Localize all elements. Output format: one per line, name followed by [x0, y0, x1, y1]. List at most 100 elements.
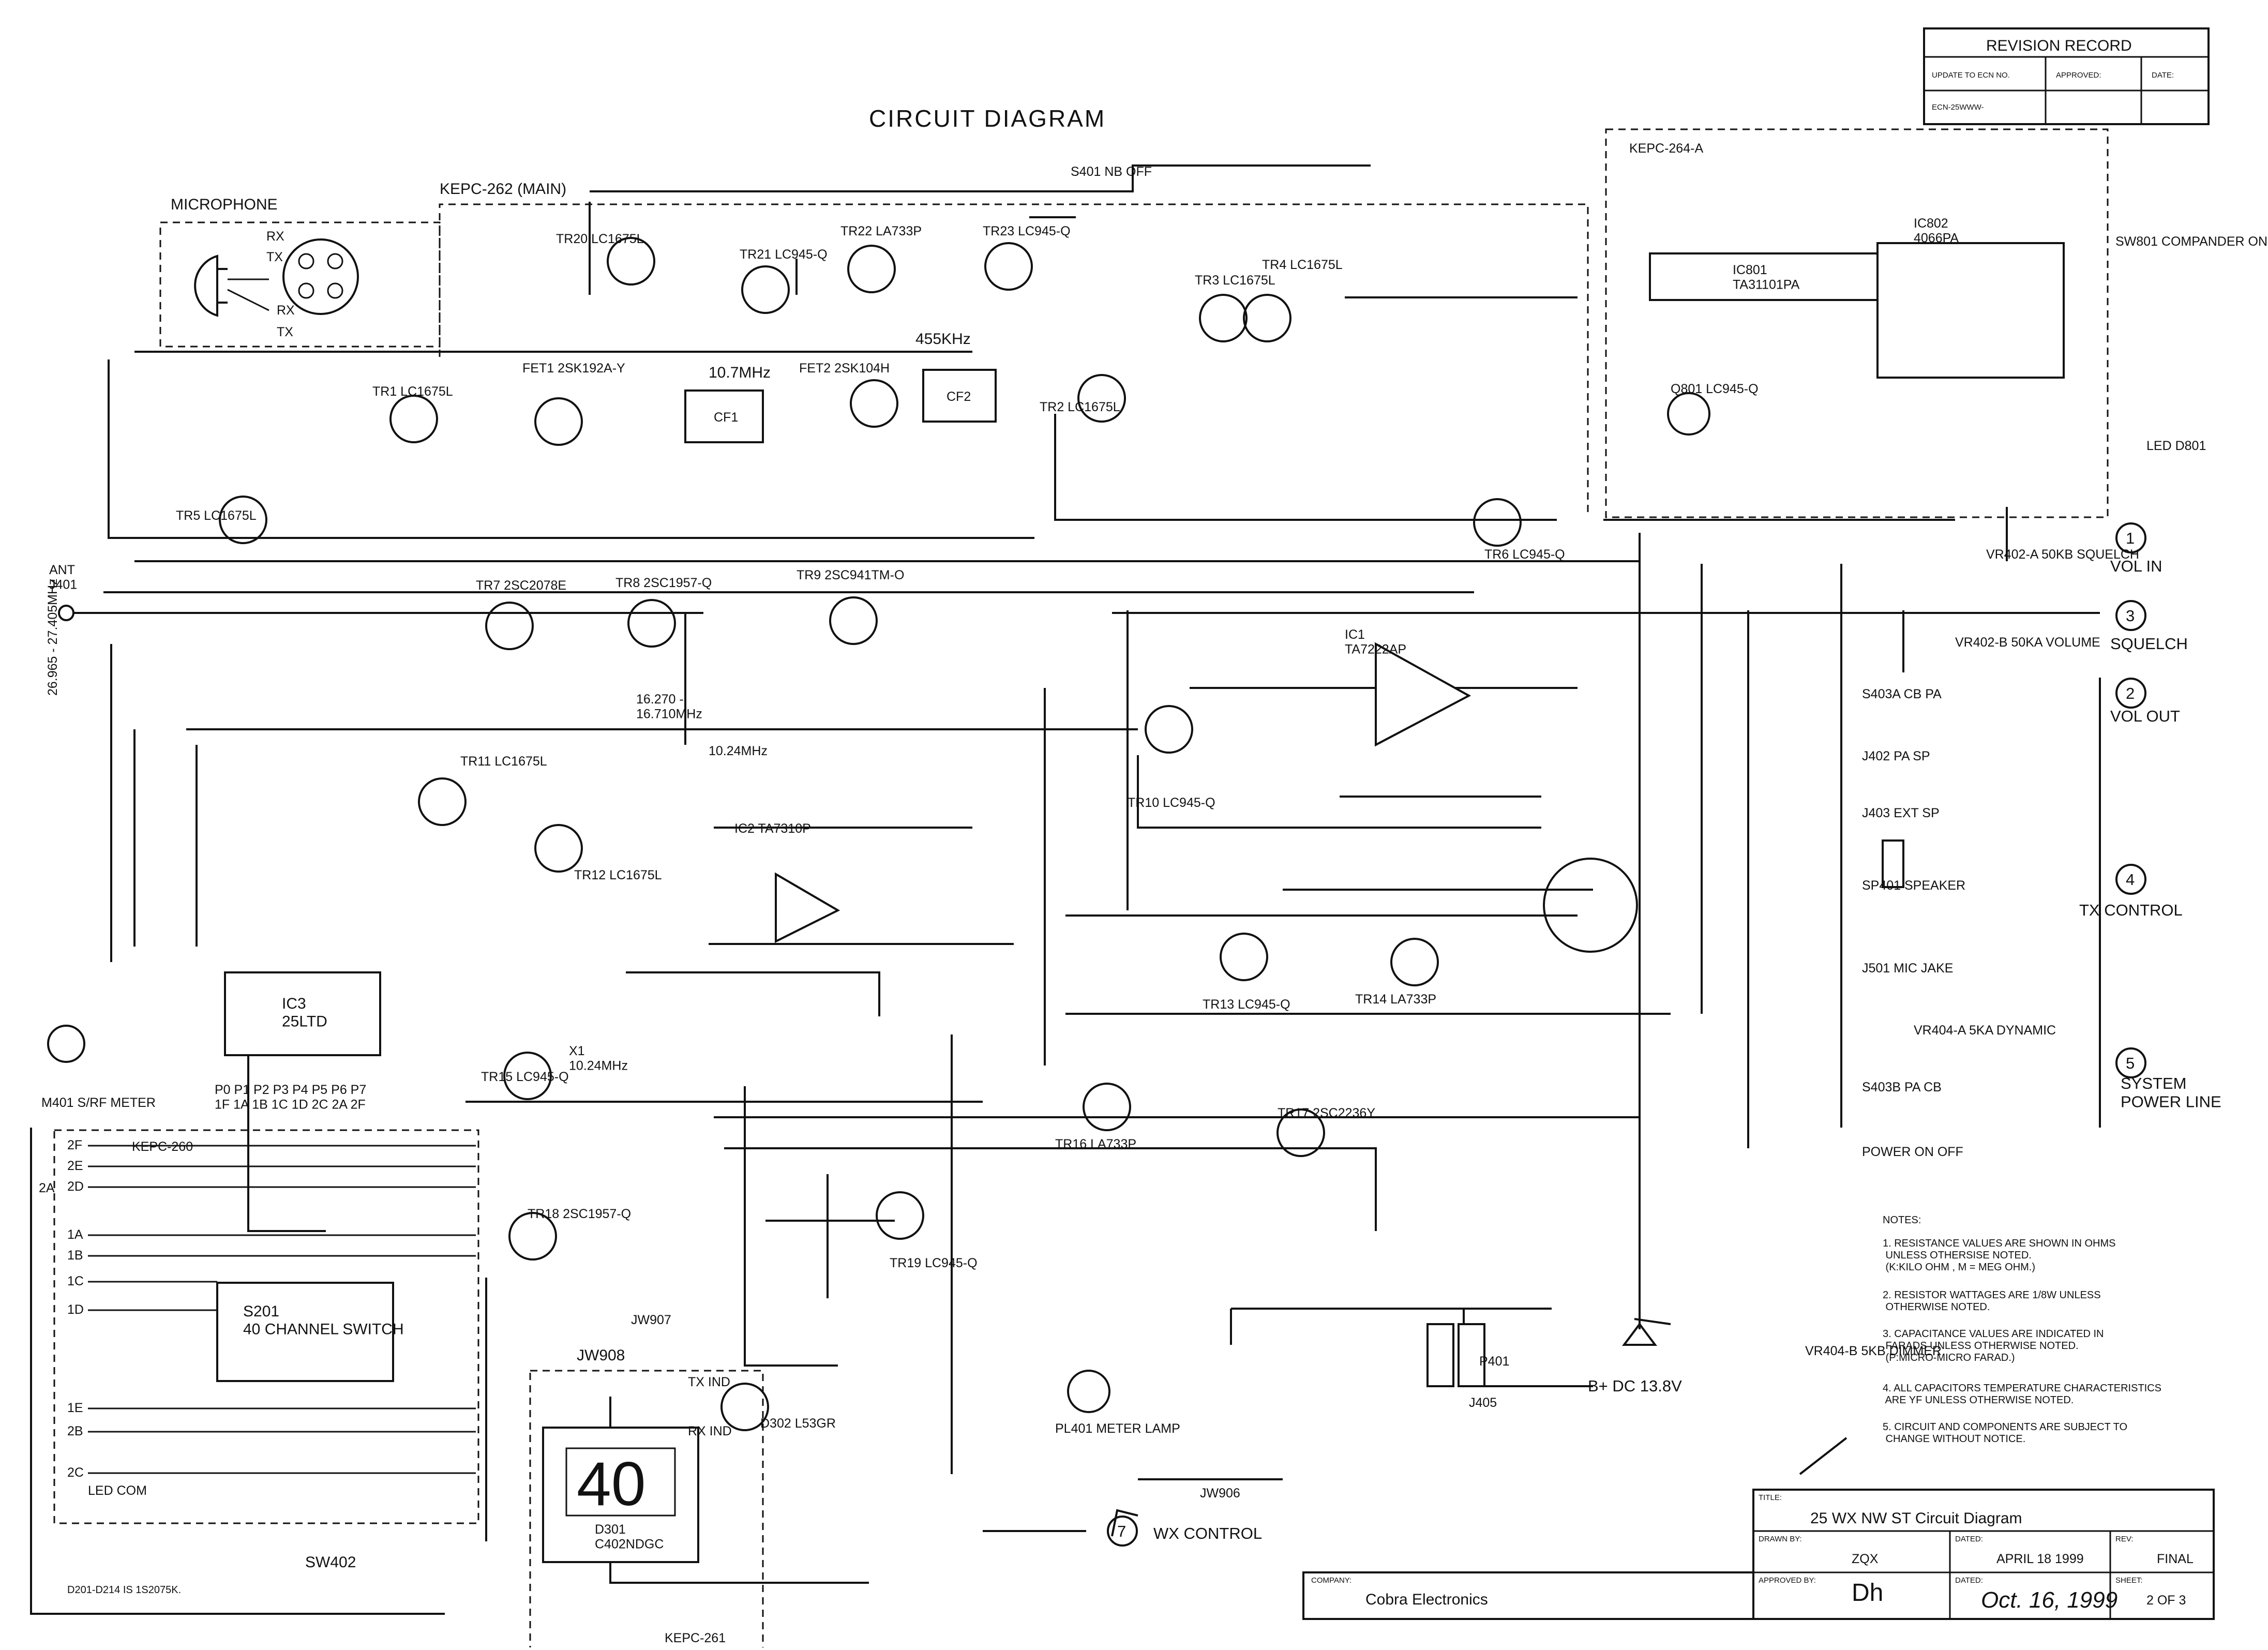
tr4-label: TR4 LC1675L — [1262, 258, 1343, 272]
tr21-label: TR21 LC945-Q — [740, 247, 828, 262]
m401-label: M401 S/RF METER — [41, 1096, 156, 1110]
j402-label: J402 PA SP — [1862, 749, 1930, 763]
ic2-label: IC2 TA7310P — [734, 821, 811, 836]
tr13-label: TR13 LC945-Q — [1203, 997, 1290, 1012]
vr404a-label: VR404-A 5KA DYNAMIC — [1914, 1023, 2056, 1038]
vco-range-label: 16.270 -16.710MHz — [636, 692, 702, 722]
s401-label: S401 NB OFF — [1071, 164, 1152, 179]
tr18-label: TR18 2SC1957-Q — [528, 1207, 631, 1221]
ic2-block: IC2 TA7310P — [734, 821, 840, 943]
company-label: COMPANY: — [1311, 1576, 1351, 1585]
note-4: 4. ALL CAPACITORS TEMPERATURE CHARACTERI… — [1883, 1383, 2161, 1406]
tr14-label: TR14 LA733P — [1355, 992, 1436, 1007]
vr404b-label: VR404-B 5KB DIMMER — [1805, 1344, 1942, 1358]
tr10-label: TR10 LC945-Q — [1128, 796, 1215, 810]
revision-col-date: DATE: — [2152, 71, 2174, 80]
channel-2e-label: 2E — [67, 1159, 83, 1173]
jw907-label: JW907 — [631, 1313, 671, 1327]
power-switch-label: POWER ON OFF — [1862, 1145, 1963, 1159]
sw801-label: SW801 COMPANDER ON OFF — [2115, 234, 2268, 249]
note-1: 1. RESISTANCE VALUES ARE SHOWN IN OHMS U… — [1883, 1238, 2115, 1273]
d302-label: D302 L53GR — [760, 1416, 836, 1431]
tr21-symbol — [741, 265, 790, 314]
fet2-label: FET2 2SK104H — [799, 361, 890, 376]
date-value: APRIL 18 1999 — [1996, 1552, 2084, 1566]
tr22-symbol — [847, 245, 896, 293]
revision-row-1: ECN-25WWW- — [1932, 103, 1984, 112]
tr22-label: TR22 LA733P — [840, 224, 922, 238]
tr8-symbol — [627, 599, 676, 648]
s403a-label: S403A CB PA — [1862, 687, 1942, 701]
tr13-symbol — [1220, 933, 1268, 981]
connector-3-num: 3 — [2126, 607, 2135, 625]
jw906-label: JW906 — [1200, 1486, 1240, 1501]
s403b-label: S403B PA CB — [1862, 1080, 1942, 1094]
tr9-symbol — [829, 596, 878, 645]
wiring-network — [30, 164, 2101, 1615]
diode-footnote: D201-D214 IS 1S2075K. — [67, 1584, 181, 1596]
tr11-label: TR11 LC1675L — [460, 754, 547, 769]
osc-10-24mhz-label: 10.24MHz — [709, 744, 768, 758]
channel-1a-label: 1A — [67, 1227, 83, 1242]
approved-by-signature: Dh — [1852, 1579, 1883, 1607]
tr7-symbol — [485, 602, 534, 650]
mic-pin-label: RX — [266, 229, 284, 244]
speaker-symbol — [1882, 839, 1904, 888]
sheet-value: 2 OF 3 — [2146, 1593, 2186, 1608]
frequency-range-label: 26.965 - 27.405MHz — [46, 578, 60, 696]
j501-label: J501 MIC JAKE — [1862, 961, 1953, 976]
tr4-symbol — [1243, 294, 1291, 342]
channel-1d-label: 1D — [67, 1302, 84, 1317]
drawn-by-label: DRAWN BY: — [1759, 1535, 1802, 1543]
channel-1e-label: 1E — [67, 1401, 83, 1415]
led-com-label: LED COM — [88, 1483, 147, 1498]
fet1-symbol — [534, 397, 583, 446]
led-labels: TX IND RX IND D302 L53GR LED D801 — [688, 439, 2206, 1438]
approved-by-label: APPROVED BY: — [1759, 1576, 1816, 1585]
channel-2a-label: 2A — [39, 1181, 55, 1195]
channel-1b-label: 1B — [67, 1248, 83, 1263]
date-label: DATED: — [1955, 1535, 1983, 1543]
rev-value: FINAL — [2157, 1552, 2194, 1566]
channel-2d-label: 2D — [67, 1179, 84, 1194]
note-3: 3. CAPACITANCE VALUES ARE INDICATED IN F… — [1883, 1328, 2104, 1363]
compander-board-label: KEPC-264-A — [1629, 141, 1703, 156]
main-board-label: KEPC-262 (MAIN) — [440, 181, 566, 198]
tr19-label: TR19 LC945-Q — [890, 1256, 978, 1270]
tr11-symbol — [418, 777, 467, 826]
connector-bubbles: 1 VOL IN 2 VOL OUT 3 SQUELCH 4 TX CONTRO… — [1107, 522, 2221, 1547]
notes-block: NOTES: 1. RESISTANCE VALUES ARE SHOWN IN… — [1883, 1214, 2161, 1445]
microphone-symbol: RX TX RX TX — [194, 229, 359, 339]
display-board-label: KEPC-261 — [665, 1631, 726, 1645]
connector-1-label: VOL IN — [2110, 557, 2162, 575]
j405-connector-symbol — [1426, 1323, 1454, 1387]
title-label: TITLE: — [1759, 1493, 1782, 1502]
revision-col-update: UPDATE TO ECN NO. — [1932, 71, 2010, 80]
rev-label: REV: — [2115, 1535, 2133, 1543]
tx-ind-label: TX IND — [688, 1375, 730, 1389]
title-block: TITLE: 25 WX NW ST Circuit Diagram DRAWN… — [1302, 1489, 2215, 1620]
tr2-label: TR2 LC1675L — [1040, 400, 1120, 414]
connector-5-num: 5 — [2126, 1054, 2135, 1072]
cf2-label: CF2 — [947, 389, 971, 404]
fet2-symbol — [850, 379, 898, 428]
connector-1-num: 1 — [2126, 529, 2135, 547]
revision-record-table: REVISION RECORD UPDATE TO ECN NO. APPROV… — [1923, 27, 2210, 125]
channel-1c-label: 1C — [67, 1274, 84, 1288]
connector-4-num: 4 — [2126, 871, 2135, 889]
cf1-filter: CF1 — [684, 389, 764, 443]
board-outlines: KEPC-262 (MAIN) KEPC-264-A KEPC-260 KEPC… — [53, 128, 2109, 1650]
tr23-label: TR23 LC945-Q — [983, 224, 1071, 238]
connector-7-num: 7 — [1117, 1522, 1126, 1540]
